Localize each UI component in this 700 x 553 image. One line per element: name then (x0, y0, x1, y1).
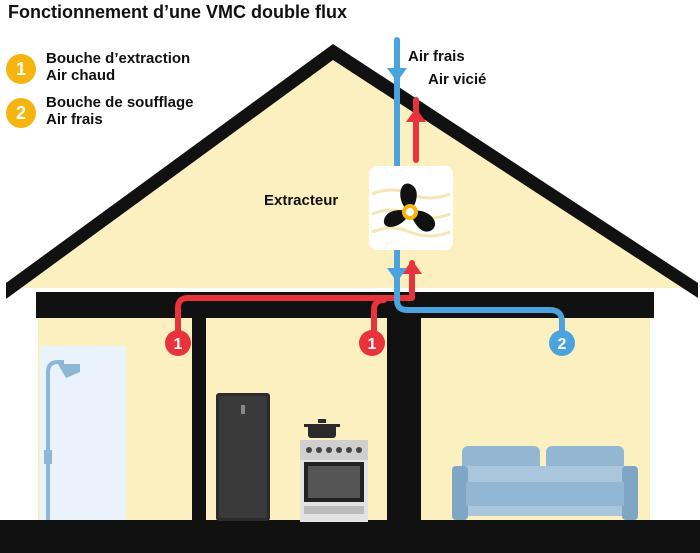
fresh-air-ducts (394, 37, 565, 339)
fridge (216, 393, 270, 521)
legend-item-extraction: 1 Bouche d’extraction Air chaud (6, 50, 190, 84)
page-title: Fonctionnement d’une VMC double flux (8, 2, 347, 22)
blue-arrow-upper (387, 68, 407, 82)
legend-line1: Bouche de soufflage (46, 94, 194, 111)
legend-line2: Air frais (46, 111, 103, 128)
legend-line2: Air chaud (46, 67, 116, 84)
legend-badge-2: 2 (6, 98, 36, 128)
vent-extraction: 1 (165, 330, 191, 356)
vent-number: 1 (368, 336, 377, 353)
vent-circle (165, 330, 191, 356)
red-arrow-lower (402, 260, 422, 274)
vent-number: 2 (558, 336, 567, 353)
vent-number: 1 (174, 336, 183, 353)
blue-arrow-lower (387, 268, 407, 282)
floor (0, 520, 700, 553)
attic-wall (14, 52, 692, 288)
vent-extraction: 1 (359, 330, 385, 356)
vent-circle (359, 330, 385, 356)
interior-wall-left (192, 318, 206, 524)
interior-wall-center (387, 318, 421, 524)
sofa (452, 446, 638, 520)
legend-item-soufflage: 2 Bouche de soufflage Air frais (6, 94, 194, 128)
vent-soufflage: 2 (549, 330, 575, 356)
extractor-unit (369, 166, 453, 250)
vent-circle (549, 330, 575, 356)
label-fresh-air: Air frais (408, 48, 465, 65)
label-stale-air: Air vicié (428, 71, 487, 88)
fan-icon (383, 183, 436, 232)
red-arrow-upper (406, 108, 426, 122)
stove (300, 419, 368, 522)
legend-badge-1: 1 (6, 54, 36, 84)
label-extractor: Extracteur (264, 192, 339, 209)
shower (40, 346, 126, 520)
legend-line1: Bouche d’extraction (46, 50, 191, 67)
